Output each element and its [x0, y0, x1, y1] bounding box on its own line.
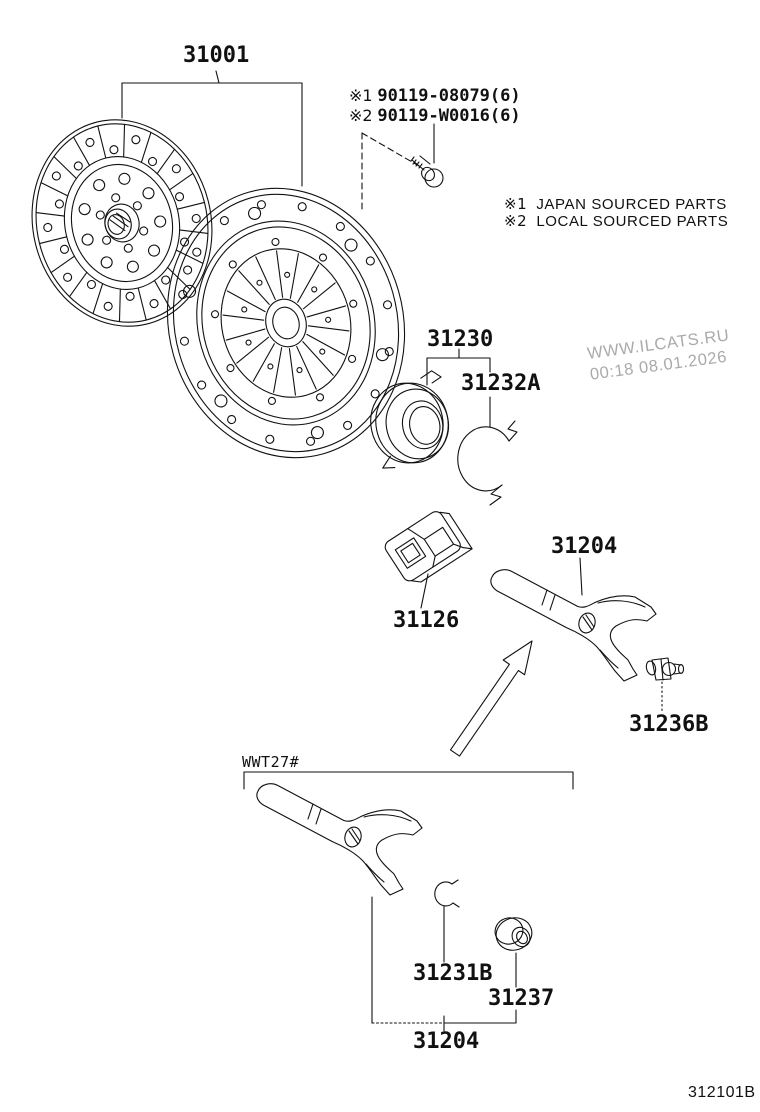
bolt-ref-2: ※2 90119-W0016(6)	[349, 106, 521, 126]
clutch-cover-drawing	[166, 187, 406, 459]
mounting-bolt-drawing	[410, 155, 444, 188]
ref1-number: 90119-08079(6)	[377, 86, 521, 106]
legend-japan: ※1 JAPAN SOURCED PARTS	[504, 195, 727, 214]
fork-pivot-bolt-drawing	[645, 657, 685, 681]
callout-31236B[interactable]: 31236B	[629, 712, 709, 737]
bolt-ref-1: ※1 90119-08079(6)	[349, 86, 521, 106]
variant-label-wwt27: WWT27#	[242, 753, 300, 771]
ref2-mark: ※2	[349, 106, 373, 125]
release-fork-upper-drawing	[490, 569, 657, 682]
direction-arrow	[449, 640, 533, 757]
callout-31126[interactable]: 31126	[393, 608, 460, 633]
legend2-mark: ※2	[504, 212, 528, 230]
legend1-mark: ※1	[504, 195, 528, 213]
ref2-number: 90119-W0016(6)	[377, 106, 521, 126]
callout-31204-lower[interactable]: 31204	[413, 1029, 480, 1054]
callout-31204-upper[interactable]: 31204	[551, 534, 618, 559]
snap-ring-drawing	[434, 879, 460, 908]
legend2-text: LOCAL SOURCED PARTS	[536, 213, 729, 230]
figure-code: 312101B	[688, 1084, 756, 1101]
release-bearing-drawing	[370, 370, 450, 469]
legend1-text: JAPAN SOURCED PARTS	[536, 196, 727, 213]
bushing-drawing	[494, 917, 533, 951]
release-fork-lower-drawing	[256, 783, 423, 896]
callout-31237[interactable]: 31237	[488, 986, 555, 1011]
fork-support-drawing	[384, 511, 473, 583]
legend-local: ※2 LOCAL SOURCED PARTS	[504, 212, 729, 231]
callout-31001[interactable]: 31001	[183, 43, 250, 68]
bracket-lines	[121, 70, 663, 1032]
callout-31231B[interactable]: 31231B	[413, 961, 493, 986]
ref1-mark: ※1	[349, 86, 373, 105]
callout-31230[interactable]: 31230	[427, 327, 494, 352]
callout-31232A[interactable]: 31232A	[461, 371, 541, 396]
bearing-clip-drawing	[457, 420, 518, 506]
